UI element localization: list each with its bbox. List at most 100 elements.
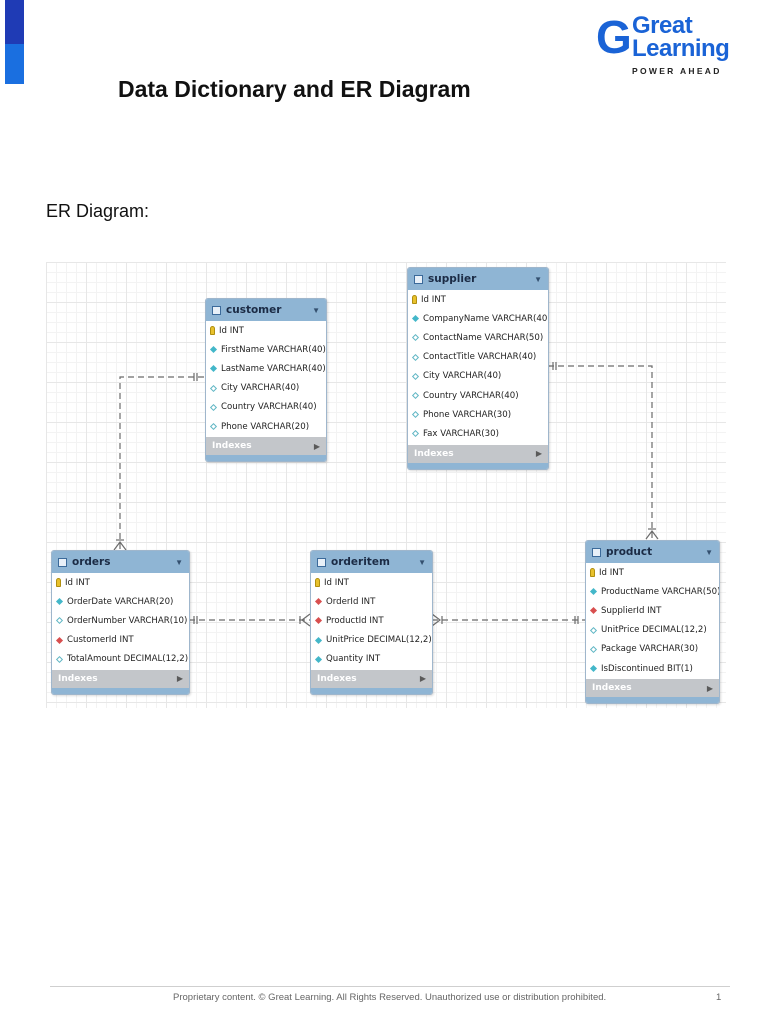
table-icon: [317, 557, 326, 567]
column-text: Quantity INT: [326, 654, 381, 665]
nullable-column-icon: [411, 430, 420, 438]
column-text: LastName VARCHAR(40): [221, 363, 326, 374]
column-row[interactable]: ProductId INT: [311, 611, 432, 630]
column-text: City VARCHAR(40): [221, 383, 300, 394]
column-row[interactable]: Id INT: [206, 321, 326, 340]
column-row[interactable]: OrderDate VARCHAR(20): [52, 592, 189, 611]
column-text: Id INT: [324, 577, 349, 588]
indexes-bar[interactable]: Indexes ▶: [408, 444, 548, 463]
column-row[interactable]: Phone VARCHAR(30): [408, 405, 548, 424]
table-icon: [212, 305, 221, 315]
accent-bar-light: [5, 44, 24, 84]
column-icon: [314, 655, 323, 663]
column-row[interactable]: Id INT: [311, 573, 432, 592]
table-icon: [414, 274, 423, 284]
column-row[interactable]: Quantity INT: [311, 650, 432, 669]
nullable-column-icon: [411, 391, 420, 400]
column-row[interactable]: Country VARCHAR(40): [408, 386, 548, 405]
collapse-caret-icon[interactable]: ▼: [705, 547, 713, 557]
column-text: ContactTitle VARCHAR(40): [423, 352, 537, 363]
table-supplier[interactable]: supplier ▼ Id INT CompanyName VARCHAR(40…: [407, 267, 549, 470]
logo-g-mark-icon: G: [596, 11, 632, 63]
nullable-column-icon: [209, 403, 218, 411]
table-header[interactable]: customer ▼: [206, 299, 326, 321]
table-orderitem[interactable]: orderitem ▼ Id INT OrderId INT ProductId…: [310, 550, 433, 695]
column-row[interactable]: Package VARCHAR(30): [586, 640, 719, 659]
table-header[interactable]: orders ▼: [52, 551, 189, 573]
table-header[interactable]: orderitem ▼: [311, 551, 432, 573]
indexes-bar[interactable]: Indexes ▶: [52, 669, 189, 688]
column-row[interactable]: TotalAmount DECIMAL(12,2): [52, 650, 189, 669]
column-text: TotalAmount DECIMAL(12,2): [67, 654, 189, 665]
column-row[interactable]: UnitPrice DECIMAL(12,2): [586, 621, 719, 640]
column-row[interactable]: ContactName VARCHAR(50): [408, 328, 548, 347]
collapse-caret-icon[interactable]: ▼: [175, 557, 183, 567]
expand-arrow-icon[interactable]: ▶: [419, 674, 426, 684]
primary-key-icon: [315, 578, 320, 588]
column-row[interactable]: Fax VARCHAR(30): [408, 424, 548, 443]
column-text: ContactName VARCHAR(50): [423, 332, 544, 343]
table-header[interactable]: product ▼: [586, 541, 719, 563]
column-row[interactable]: FirstName VARCHAR(40): [206, 340, 326, 359]
collapse-caret-icon[interactable]: ▼: [534, 274, 542, 284]
page-number: 1: [716, 992, 722, 1003]
nullable-column-icon: [55, 617, 64, 625]
nullable-column-icon: [55, 655, 64, 663]
nullable-column-icon: [589, 626, 598, 634]
collapse-caret-icon[interactable]: ▼: [418, 557, 426, 567]
indexes-bar[interactable]: Indexes ▶: [206, 437, 326, 456]
foreign-key-icon: [55, 636, 64, 644]
column-row[interactable]: Country VARCHAR(40): [206, 398, 326, 417]
column-row[interactable]: Id INT: [586, 563, 719, 582]
column-row[interactable]: UnitPrice DECIMAL(12,2): [311, 631, 432, 650]
column-row[interactable]: SupplierId INT: [586, 601, 719, 620]
column-row[interactable]: OrderId INT: [311, 592, 432, 611]
indexes-bar[interactable]: Indexes ▶: [311, 669, 432, 688]
expand-arrow-icon[interactable]: ▶: [313, 441, 320, 451]
column-icon: [589, 588, 598, 596]
column-text: FirstName VARCHAR(40): [221, 344, 326, 355]
table-header[interactable]: supplier ▼: [408, 268, 548, 290]
column-row[interactable]: LastName VARCHAR(40): [206, 359, 326, 378]
column-row[interactable]: ProductName VARCHAR(50): [586, 582, 719, 601]
primary-key-icon: [412, 295, 417, 305]
logo-line-1: Great: [632, 12, 693, 39]
column-text: IsDiscontinued BIT(1): [601, 663, 693, 674]
foreign-key-icon: [314, 617, 323, 625]
expand-arrow-icon[interactable]: ▶: [176, 674, 183, 684]
expand-arrow-icon[interactable]: ▶: [535, 449, 542, 458]
indexes-bar[interactable]: Indexes ▶: [586, 679, 719, 698]
nullable-column-icon: [411, 411, 420, 419]
column-row[interactable]: Id INT: [408, 290, 548, 309]
footer-copyright: Proprietary content. © Great Learning. A…: [173, 992, 607, 1003]
table-bottom-bar: [311, 687, 432, 694]
table-product[interactable]: product ▼ Id INT ProductName VARCHAR(50)…: [585, 540, 720, 705]
expand-arrow-icon[interactable]: ▶: [706, 683, 713, 693]
great-learning-logo: G Great Learning POWER AHEAD: [596, 12, 736, 78]
table-customer[interactable]: customer ▼ Id INT FirstName VARCHAR(40) …: [205, 298, 327, 463]
column-row[interactable]: CompanyName VARCHAR(40): [408, 309, 548, 328]
nullable-column-icon: [589, 645, 598, 653]
page-title: Data Dictionary and ER Diagram: [118, 76, 471, 102]
table-bottom-bar: [206, 455, 326, 462]
column-icon: [55, 598, 64, 606]
nullable-column-icon: [411, 353, 420, 361]
table-orders[interactable]: orders ▼ Id INT OrderDate VARCHAR(20) Or…: [51, 550, 190, 695]
table-icon: [58, 557, 67, 567]
column-row[interactable]: OrderNumber VARCHAR(10): [52, 611, 189, 630]
section-heading: ER Diagram:: [46, 201, 150, 221]
column-row[interactable]: CustomerId INT: [52, 631, 189, 650]
indexes-label: Indexes: [212, 441, 252, 452]
table-name: supplier: [428, 273, 477, 285]
table-bottom-bar: [52, 687, 189, 694]
column-row[interactable]: ContactTitle VARCHAR(40): [408, 348, 548, 367]
column-row[interactable]: Id INT: [52, 573, 189, 592]
column-row[interactable]: Phone VARCHAR(20): [206, 417, 326, 436]
collapse-caret-icon[interactable]: ▼: [312, 305, 320, 315]
table-name: orders: [72, 556, 111, 568]
column-text: ProductId INT: [326, 615, 384, 626]
column-text: Id INT: [599, 567, 624, 578]
column-row[interactable]: City VARCHAR(40): [408, 367, 548, 386]
column-row[interactable]: City VARCHAR(40): [206, 379, 326, 398]
column-row[interactable]: IsDiscontinued BIT(1): [586, 659, 719, 678]
